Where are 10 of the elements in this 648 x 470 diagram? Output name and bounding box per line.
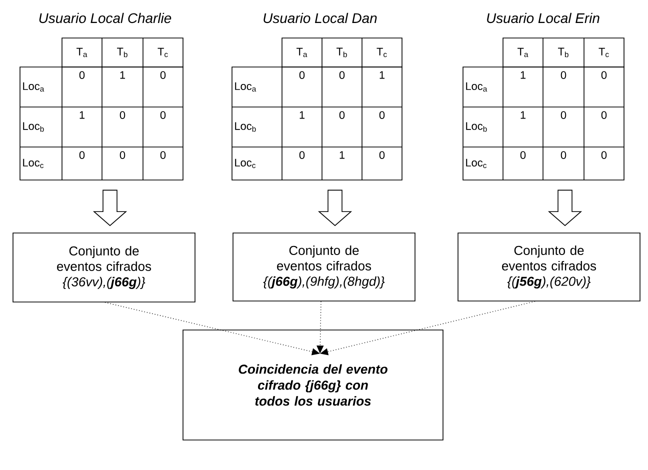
table-title: Usuario Local Erin [487,12,600,24]
hollow-arrow [318,190,352,226]
hollow-arrow [92,190,128,226]
data-table: T$_{a}$ T$_{b}$ T$_{c}$ Loc$_{a}$ 0 0 1 Loc$_{b}$ 1 0 0 Loc$_{c}$ 0 1 0 [232,38,402,180]
process-box: Coincidencia del evento cifrado {j66g} con todos los usuarios [182,330,444,440]
data-table: T$_{a}$ T$_{b}$ T$_{c}$ Loc$_{a}$ 0 1 0 Loc$_{b}$ 1 0 0 Loc$_{c}$ 0 0 0 [20,38,184,180]
hollow-arrow [548,190,582,226]
table-title: Usuario Local Dan [264,12,377,24]
data-table: T$_{a}$ T$_{b}$ T$_{c}$ Loc$_{a}$ 1 0 0 Loc$_{b}$ 1 0 0 Loc$_{c}$ 0 0 0 [462,38,624,180]
table-title: Usuario Local Charlie [39,12,172,24]
